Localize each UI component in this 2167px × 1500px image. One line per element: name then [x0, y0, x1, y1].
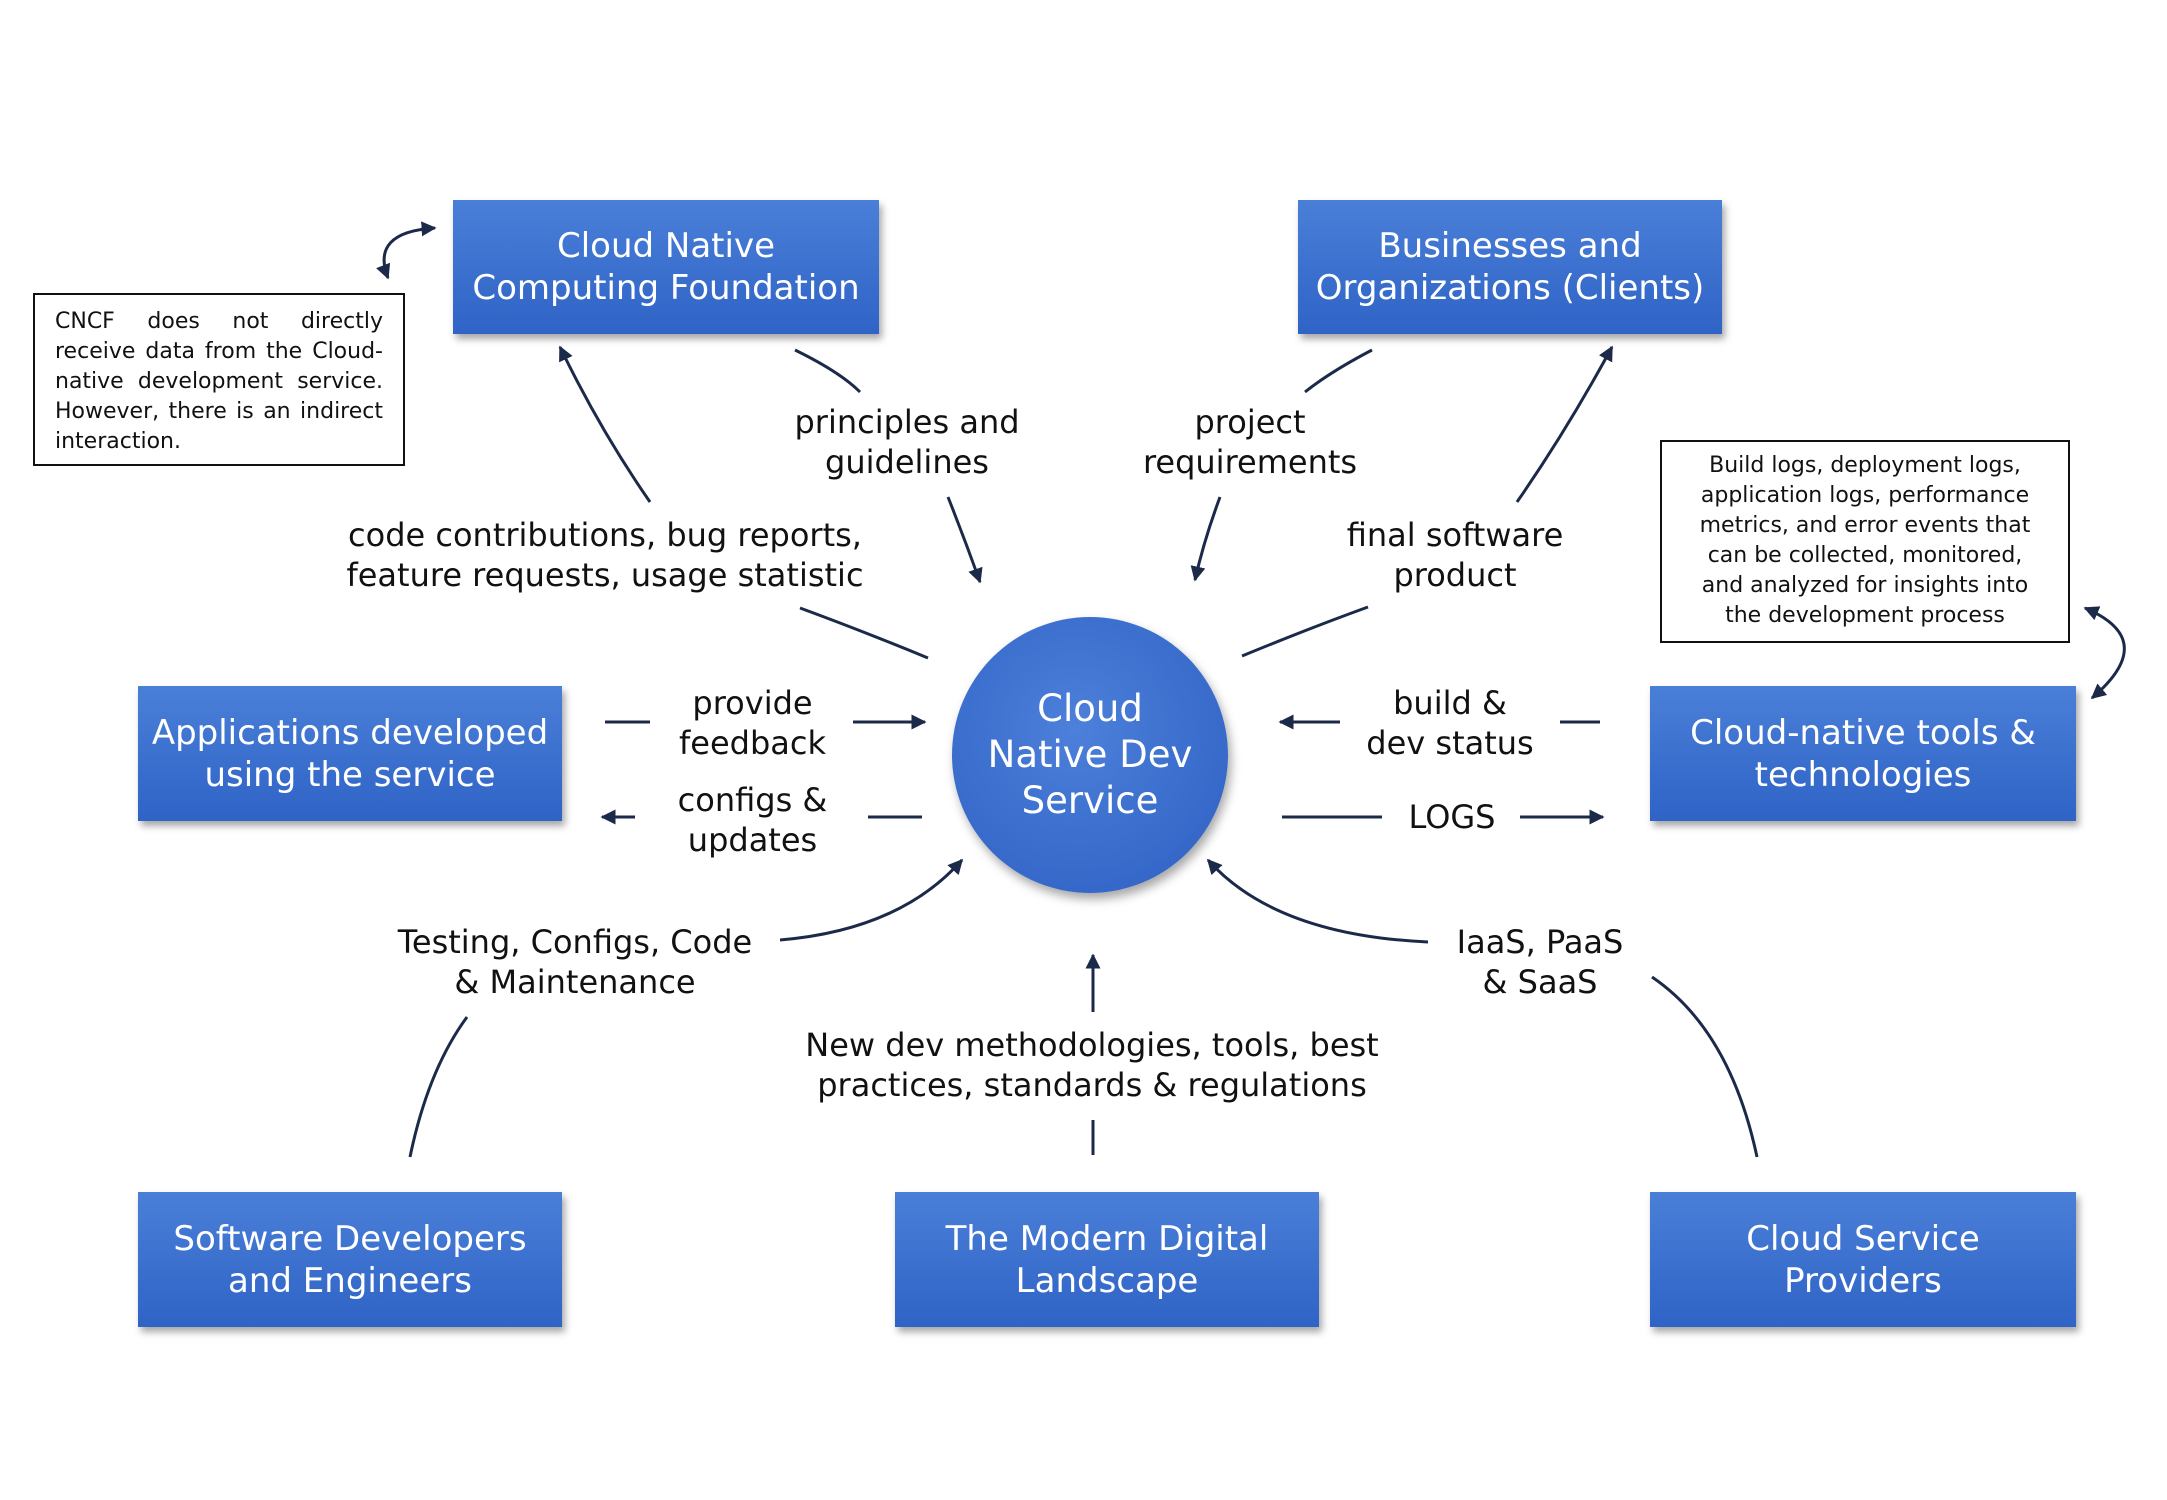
entity-label-line: Computing Foundation — [472, 268, 860, 308]
flow-label-final-product: final software product — [1335, 515, 1575, 595]
flow-label-logs: LOGS — [1390, 797, 1514, 837]
entity-label-line: and Engineers — [228, 1260, 472, 1301]
flow-label-line: & SaaS — [1482, 963, 1598, 1001]
entity-box-apps[interactable]: Applications developed using the service — [138, 686, 562, 821]
cncf-note: CNCF does not directly receive data from… — [33, 293, 405, 466]
entity-label-line: Organizations (Clients) — [1315, 268, 1705, 308]
entity-box-cncf[interactable]: Cloud Native Computing Foundation — [453, 200, 879, 334]
flow-label-line: principles and — [794, 403, 1020, 441]
flow-label-line: product — [1393, 556, 1517, 594]
flow-label-principles: principles and guidelines — [767, 402, 1047, 482]
entity-box-clients[interactable]: Businesses and Organizations (Clients) — [1298, 200, 1722, 334]
flow-label-line: dev status — [1366, 724, 1534, 762]
entity-box-tools[interactable]: Cloud-native tools & technologies — [1650, 686, 2076, 821]
entity-label-line: The Modern Digital — [945, 1218, 1269, 1259]
connector-developers-arrow — [779, 858, 964, 942]
entity-label-line: Software Developers — [173, 1218, 527, 1259]
entity-label-line: using the service — [204, 754, 496, 795]
entity-label-line: Applications developed — [151, 712, 549, 753]
flow-label-line: practices, standards & regulations — [817, 1066, 1367, 1104]
flow-label-line: feature requests, usage statistic — [346, 556, 864, 594]
connector-product-arrow — [1515, 345, 1614, 503]
flow-label-line: project — [1194, 403, 1306, 441]
logs-note-line: application logs, performance — [1700, 483, 2030, 508]
entity-label-line: Businesses and — [1378, 226, 1642, 266]
connector-principles-arrow — [946, 496, 983, 584]
logs-note-line: the development process — [1725, 603, 2005, 628]
logs-note-line: can be collected, monitored, — [1707, 543, 2023, 568]
flow-label-cloud-services: IaaS, PaaS & SaaS — [1440, 922, 1640, 1002]
entity-box-providers[interactable]: Cloud Service Providers — [1650, 1192, 2076, 1327]
flow-label-line: & Maintenance — [454, 963, 696, 1001]
flow-label-line: requirements — [1142, 443, 1358, 481]
flow-label-line: guidelines — [825, 443, 989, 481]
connector-clients-in — [1304, 348, 1373, 394]
entity-box-landscape[interactable]: The Modern Digital Landscape — [895, 1192, 1319, 1327]
flow-label-contributions: code contributions, bug reports, feature… — [335, 515, 875, 595]
flow-label-line: Testing, Configs, Code — [397, 923, 753, 961]
entity-label-line: technologies — [1754, 754, 1972, 795]
entity-label-line: Landscape — [1015, 1260, 1199, 1301]
connector-providers-tail — [1651, 975, 1759, 1158]
logs-note-line: Build logs, deployment logs, — [1709, 453, 2021, 478]
connector-cncf-in — [794, 348, 862, 394]
flow-label-line: final software — [1346, 516, 1564, 554]
flow-label-line: feedback — [679, 724, 826, 762]
cncf-note-text: CNCF does not directly receive data from… — [55, 309, 383, 454]
connector-contributions-arrow — [558, 345, 652, 503]
flow-label-feedback: provide feedback — [660, 683, 845, 763]
flow-label-line: New dev methodologies, tools, best — [805, 1026, 1379, 1064]
flow-label-line: provide — [692, 684, 813, 722]
hub-label-line: Cloud — [1037, 687, 1143, 730]
flow-label-build-status: build & dev status — [1350, 683, 1550, 763]
logs-note-line: and analyzed for insights into — [1701, 573, 2029, 598]
flow-label-configs: configs & updates — [660, 780, 845, 860]
flow-label-line: configs & — [677, 781, 828, 819]
connector-providers-arrow — [1206, 858, 1429, 944]
flow-label-line: code contributions, bug reports, — [348, 516, 862, 554]
connector-product-tail — [1241, 605, 1369, 658]
connector-contributions-tail — [799, 606, 929, 660]
logs-note-line: metrics, and error events that — [1699, 513, 2031, 538]
entity-label-line: Cloud Service — [1746, 1218, 1980, 1259]
flow-label-testing: Testing, Configs, Code & Maintenance — [385, 922, 765, 1002]
entity-label-line: Cloud-native tools & — [1690, 712, 2036, 753]
flow-label-line: build & — [1393, 684, 1507, 722]
flow-label-line: updates — [687, 821, 818, 859]
logs-note: Build logs, deployment logs, application… — [1660, 440, 2070, 643]
flow-label-line: LOGS — [1408, 798, 1496, 836]
connector-logs-note — [2083, 606, 2126, 700]
hub-label-line: Service — [1021, 779, 1159, 822]
entity-label-line: Providers — [1784, 1260, 1942, 1301]
entity-box-developers[interactable]: Software Developers and Engineers — [138, 1192, 562, 1327]
flow-label-requirements: project requirements — [1130, 402, 1370, 482]
flow-label-methodologies: New dev methodologies, tools, best pract… — [792, 1025, 1392, 1105]
hub-node[interactable]: Cloud Native Dev Service — [952, 617, 1228, 893]
flow-label-line: IaaS, PaaS — [1456, 923, 1624, 961]
connector-cncf-note — [376, 221, 437, 280]
connector-requirements-arrow — [1190, 496, 1222, 582]
connector-developers-tail — [408, 1016, 469, 1158]
hub-label-line: Native Dev — [987, 733, 1193, 776]
entity-label-line: Cloud Native — [556, 226, 775, 266]
